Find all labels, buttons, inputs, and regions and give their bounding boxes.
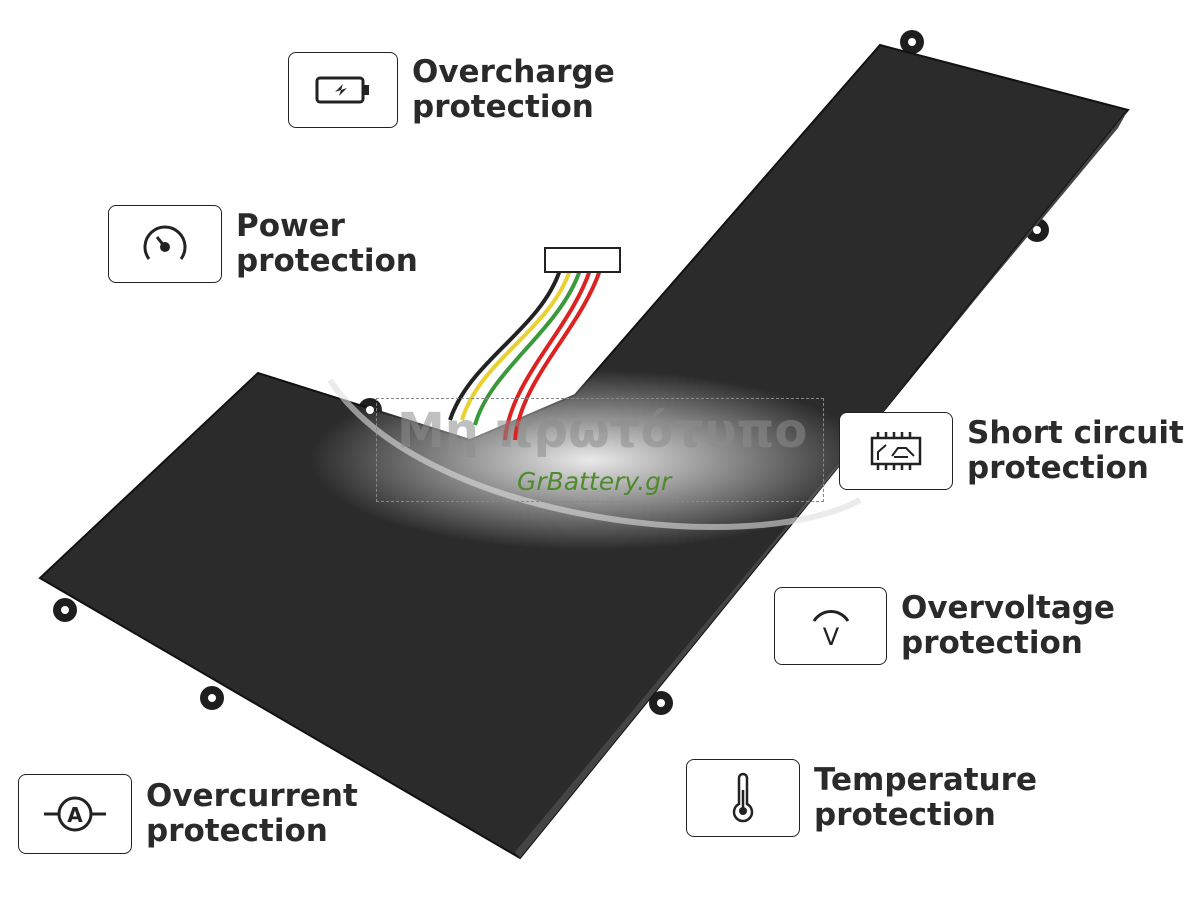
battery-charge-icon: [315, 76, 369, 104]
gauge-icon: [143, 225, 187, 260]
cable: [448, 269, 602, 441]
feature-subtitle: protection: [814, 797, 996, 833]
watermark: Μη πρωτότυπο GrBattery.gr: [376, 398, 824, 502]
connector: [544, 247, 621, 273]
svg-text:A: A: [67, 803, 83, 827]
watermark-text: Μη πρωτότυπο: [397, 403, 808, 459]
watermark-brand: GrBattery.gr: [517, 467, 672, 496]
thermometer-icon: [732, 772, 754, 823]
ammeter-icon: A: [44, 796, 106, 832]
voltage-icon: V: [812, 610, 849, 651]
feature-title: Temperature: [814, 762, 1037, 798]
feature-subtitle: protection: [901, 625, 1083, 661]
feature-title: Short circuit: [967, 415, 1184, 451]
feature-subtitle: protection: [412, 89, 594, 125]
feature-title: Overcurrent: [146, 778, 358, 814]
circuit-chip-icon: [870, 432, 922, 470]
svg-text:V: V: [822, 623, 839, 651]
feature-title: Overvoltage: [901, 590, 1115, 626]
feature-subtitle: protection: [236, 243, 418, 279]
feature-title: Overcharge: [412, 54, 615, 90]
feature-subtitle: protection: [146, 813, 328, 849]
feature-subtitle: protection: [967, 450, 1149, 486]
feature-title: Power: [236, 208, 345, 244]
